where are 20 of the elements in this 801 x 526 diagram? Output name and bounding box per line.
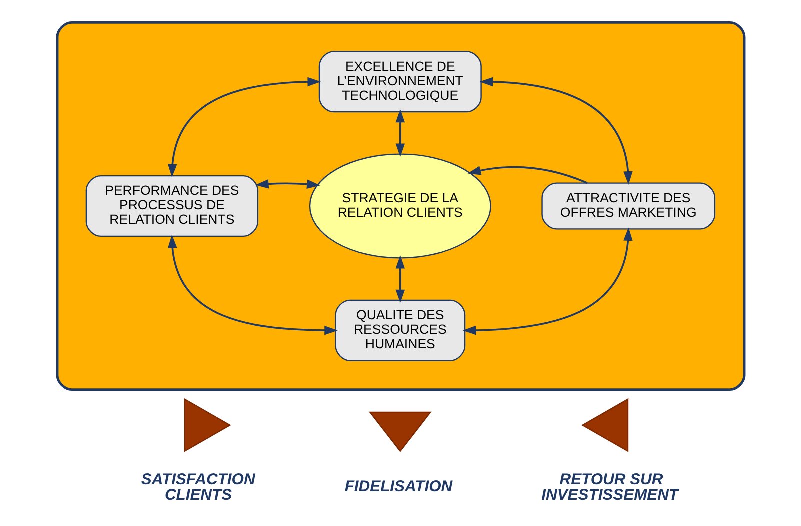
arrow (254, 179, 320, 189)
node-box: PERFORMANCE DES PROCESSUS DE RELATION CLIENTS (85, 175, 258, 238)
node-box: ATTRACTIVITE DES OFFRES MARKETING (541, 182, 716, 230)
node-ellipse: STRATEGIE DE LA RELATION CLIENTS (308, 154, 491, 259)
arrow (395, 255, 405, 304)
arrow (167, 77, 321, 178)
node-box: EXCELLENCE DE L’ENVIRONNEMENT TECHNOLOGIQUE (318, 51, 482, 113)
node-box: QUALITE DES RESSOURCES HUMAINES (334, 300, 466, 362)
node-triangle (581, 398, 628, 452)
node-triangle (184, 398, 231, 452)
node-label: FIDELISATION (344, 478, 452, 496)
arrow (167, 234, 338, 336)
arrow (395, 109, 405, 158)
node-label: SATISFACTION CLIENTS (140, 471, 255, 504)
node-triangle (368, 412, 432, 452)
arrow (462, 228, 632, 336)
node-label: RETOUR SUR INVESTISSEMENT (541, 471, 678, 504)
arrow (467, 166, 588, 184)
arrow (479, 77, 632, 185)
cluster (56, 22, 746, 391)
